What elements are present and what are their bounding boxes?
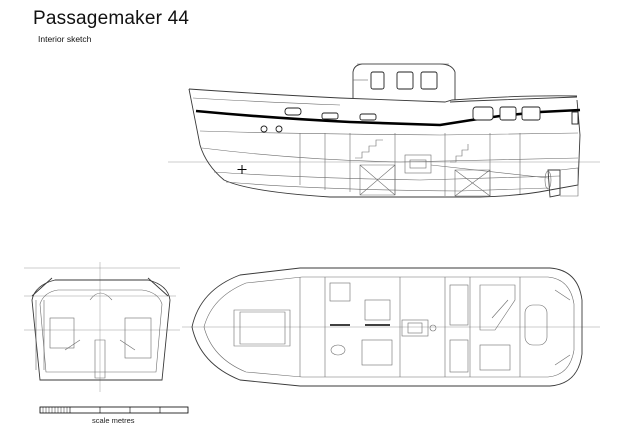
porthole bbox=[260, 125, 268, 133]
deck-outline bbox=[191, 267, 583, 387]
saloon-window bbox=[499, 106, 517, 121]
chine-line bbox=[201, 147, 579, 163]
aft-cabinet bbox=[479, 344, 511, 371]
fuel-tank bbox=[359, 164, 396, 196]
saloon-settee bbox=[449, 284, 469, 326]
saloon-window bbox=[472, 106, 494, 121]
stern-chine bbox=[31, 277, 169, 297]
side-profile bbox=[168, 63, 600, 198]
drawing-title: Passagemaker 44 bbox=[33, 8, 190, 29]
aft-locker bbox=[449, 339, 469, 373]
scale-bar bbox=[39, 406, 189, 414]
stern-keel-section bbox=[94, 339, 106, 379]
engine bbox=[401, 319, 429, 337]
stern-cabinet bbox=[124, 317, 152, 359]
dinette-table bbox=[491, 299, 509, 319]
engine-block bbox=[407, 322, 423, 334]
hull-outline bbox=[188, 88, 581, 198]
berth-mattress bbox=[239, 311, 286, 345]
stern-arch bbox=[89, 292, 113, 301]
saloon-window bbox=[521, 106, 541, 121]
keel-line bbox=[225, 181, 549, 192]
stern-settee bbox=[49, 317, 75, 349]
skeg bbox=[559, 167, 579, 197]
forward-window bbox=[284, 107, 302, 116]
saloon-dinette bbox=[479, 284, 516, 331]
forward-window bbox=[359, 113, 377, 121]
plan-view bbox=[182, 267, 600, 387]
aft-stairs bbox=[450, 144, 469, 163]
pilothouse-window bbox=[420, 71, 438, 90]
porthole bbox=[275, 125, 283, 133]
shower bbox=[329, 282, 351, 302]
aft-berth bbox=[524, 304, 548, 346]
propeller-shaft bbox=[430, 164, 549, 179]
pilothouse-window bbox=[396, 71, 414, 90]
cabin-outline bbox=[203, 276, 575, 378]
forward-window bbox=[321, 112, 339, 120]
transom-detail bbox=[554, 289, 571, 366]
toilet bbox=[330, 344, 346, 356]
gearbox bbox=[429, 324, 437, 332]
sheer-line bbox=[188, 88, 578, 103]
water-tank bbox=[454, 169, 491, 197]
galley-sink bbox=[361, 339, 393, 366]
stern-inner bbox=[39, 289, 163, 373]
forward-berth bbox=[233, 309, 291, 347]
rubrail bbox=[199, 130, 579, 136]
engine bbox=[404, 154, 432, 174]
stern-view bbox=[24, 262, 180, 392]
stern-window-frame bbox=[35, 300, 45, 370]
stern-window bbox=[571, 111, 579, 125]
scale-bar-subdivisions bbox=[42, 407, 68, 413]
aft-cabin-top bbox=[449, 96, 578, 103]
rudder bbox=[547, 169, 561, 198]
bulwark-inner bbox=[192, 97, 341, 106]
propeller bbox=[544, 170, 552, 190]
scale-bar-label: scale metres bbox=[92, 416, 135, 425]
scale-bar-frame bbox=[39, 406, 189, 414]
cg-marker bbox=[237, 165, 247, 174]
stern-bracing bbox=[64, 339, 136, 351]
galley-stove bbox=[364, 299, 391, 321]
chine-line-lower bbox=[213, 171, 561, 181]
pilothouse-window bbox=[370, 71, 385, 90]
companion-stairs bbox=[355, 139, 383, 159]
drawing-subtitle: Interior sketch bbox=[38, 34, 92, 44]
engine-block bbox=[409, 159, 427, 169]
